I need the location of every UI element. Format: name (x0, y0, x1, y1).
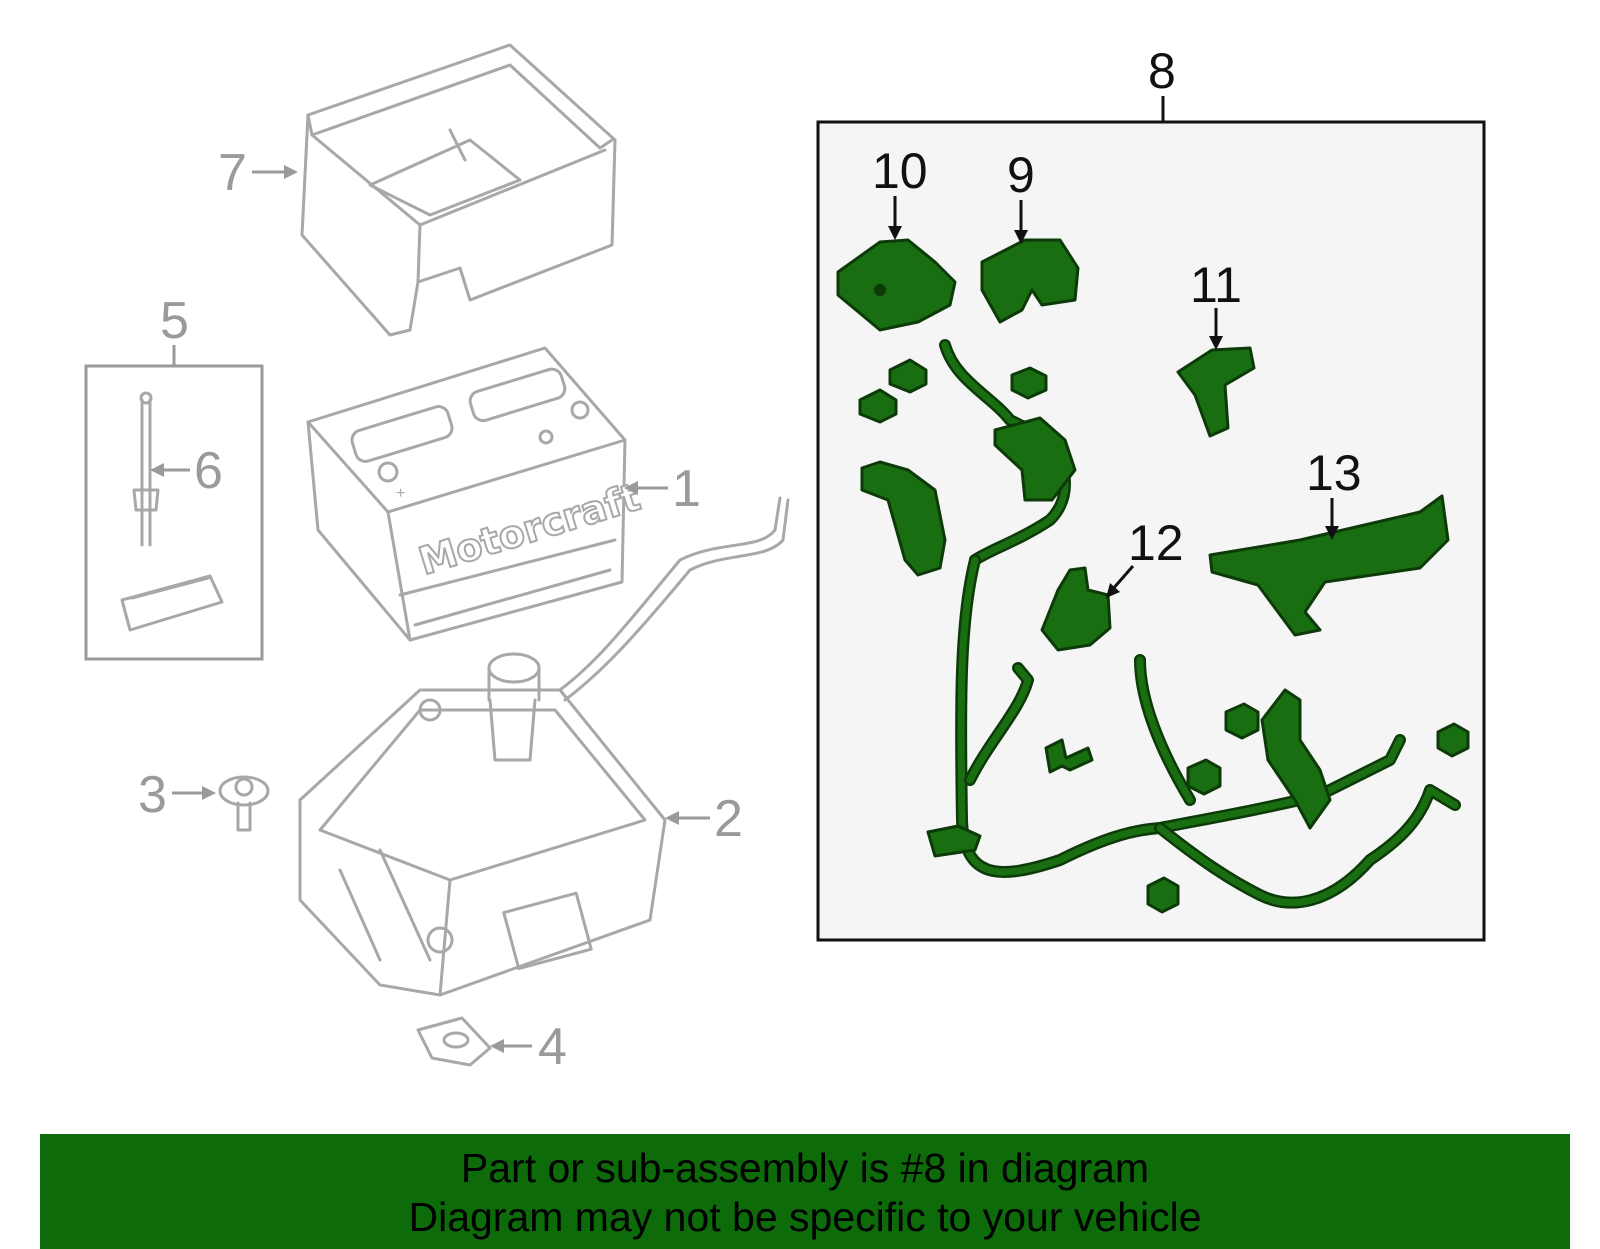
hold-down-clamp[interactable] (120, 574, 224, 632)
callout-1: 1 (624, 460, 701, 518)
callout-6: 6 (150, 442, 223, 500)
callout-6-label: 6 (194, 442, 223, 500)
callout-3-label: 3 (138, 766, 167, 824)
callout-4: 4 (490, 1018, 567, 1076)
nut-1[interactable] (858, 388, 898, 424)
cover-part-9[interactable] (980, 238, 1080, 324)
bracket-part-13[interactable] (1208, 494, 1450, 637)
callout-2-label: 2 (714, 790, 743, 848)
callout-10: 10 (872, 143, 928, 240)
callout-11-label: 11 (1190, 257, 1242, 313)
harness-terminal-end[interactable] (926, 824, 982, 858)
callout-13: 13 (1306, 445, 1362, 540)
sensor-part-11[interactable] (1176, 346, 1256, 438)
nut-6[interactable] (1436, 722, 1470, 758)
callout-12: 12 (1106, 515, 1184, 598)
banner-line-1: Part or sub-assembly is #8 in diagram (460, 1145, 1150, 1191)
info-banner: Part or sub-assembly is #8 in diagram Di… (40, 1134, 1570, 1249)
nut-4[interactable] (1224, 702, 1260, 740)
callout-2: 2 (665, 790, 743, 848)
callout-7: 7 (218, 144, 298, 202)
callout-5: 5 (160, 292, 189, 366)
callout-3: 3 (138, 766, 216, 824)
battery-tray-part-2[interactable] (298, 496, 790, 997)
callout-13-label: 13 (1306, 445, 1362, 501)
cover-part-10[interactable] (836, 238, 957, 332)
callout-9: 9 (1007, 147, 1035, 244)
harness-bracket-2[interactable] (1260, 688, 1332, 830)
nut-7[interactable] (1146, 876, 1180, 914)
nut-2[interactable] (888, 358, 928, 394)
harness-connector-1[interactable] (993, 416, 1077, 502)
battery-terminal-bracket[interactable] (860, 460, 947, 577)
connector-part-12[interactable] (1040, 566, 1112, 652)
callout-11: 11 (1190, 257, 1242, 350)
callout-7-label: 7 (218, 144, 247, 202)
callout-8: 8 (1148, 43, 1176, 122)
bolt-harness[interactable] (1044, 738, 1094, 774)
callout-1-label: 1 (672, 460, 701, 518)
callout-10-label: 10 (872, 143, 928, 199)
nut-3[interactable] (1010, 366, 1048, 400)
nut-5[interactable] (1186, 758, 1222, 796)
callout-5-label: 5 (160, 292, 189, 350)
bolt-part-3[interactable] (218, 775, 270, 832)
battery-part-1[interactable]: Motorcraft + (306, 346, 646, 642)
hold-down-rod-part-6[interactable] (132, 391, 160, 547)
pad-part-4[interactable] (416, 1016, 492, 1067)
banner-line-2: Diagram may not be specific to your vehi… (408, 1194, 1202, 1240)
callout-12-label: 12 (1128, 515, 1184, 571)
callout-8-label: 8 (1148, 43, 1176, 99)
battery-cover-part-7[interactable] (300, 43, 617, 337)
callout-4-label: 4 (538, 1018, 567, 1076)
battery-positive-mark: + (396, 485, 405, 502)
callout-9-label: 9 (1007, 147, 1035, 203)
